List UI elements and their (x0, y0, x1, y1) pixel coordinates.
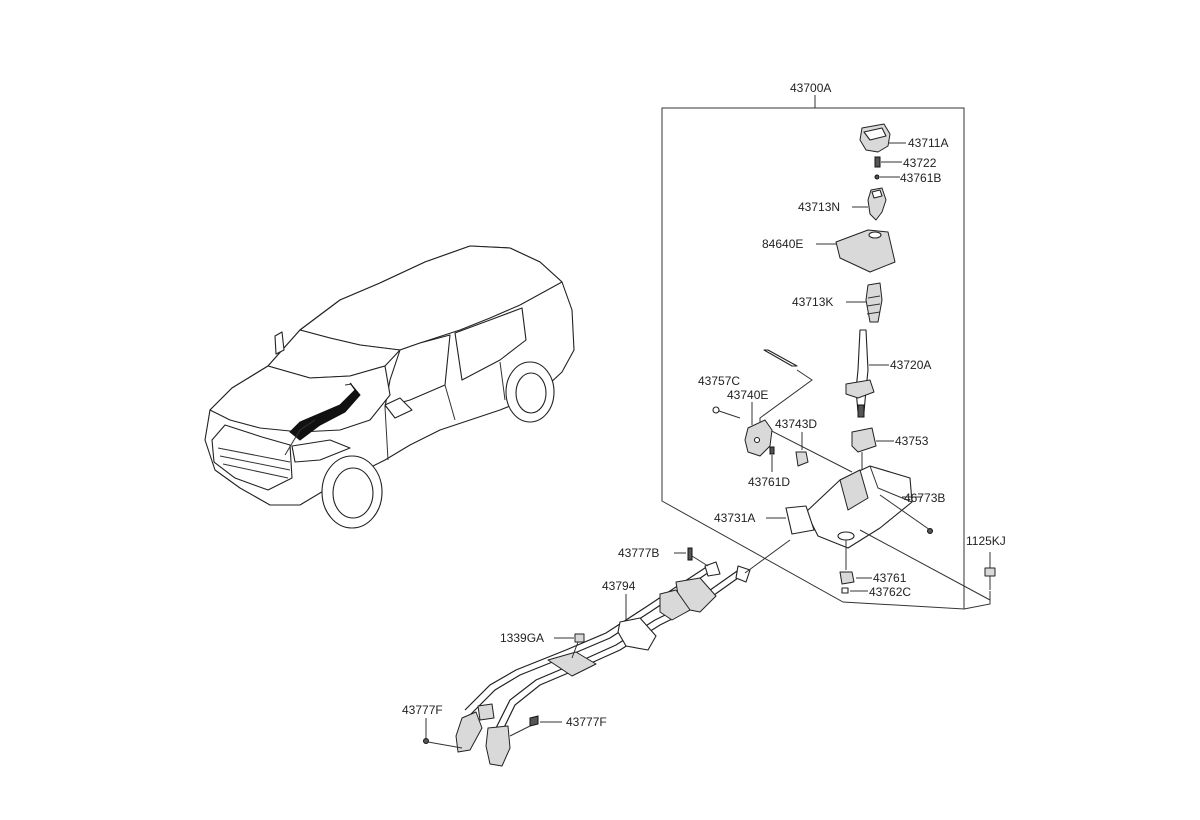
label-43753: 43753 (895, 434, 929, 448)
label-43700A: 43700A (790, 81, 831, 95)
ball-43761B (874, 174, 900, 180)
shift-cable-assembly (455, 561, 751, 767)
label-43761: 43761 (873, 571, 907, 585)
label-43713N: 43713N (798, 200, 840, 214)
label-43740E: 43740E (727, 388, 768, 402)
label-43731A: 43731A (714, 511, 755, 525)
label-43794: 43794 (602, 579, 636, 593)
label-46773B: 46773B (904, 491, 945, 505)
shift-knob (859, 123, 906, 153)
label-43757C: 43757C (698, 374, 740, 388)
shift-lever (845, 329, 889, 418)
label-43777F-right: 43777F (566, 715, 607, 729)
bolt-43757C (712, 406, 741, 419)
washer-43762C (841, 587, 868, 594)
pin-43761D (769, 446, 775, 472)
label-1125KJ: 1125KJ (966, 534, 1006, 548)
assembly-outline (661, 95, 991, 610)
label-84640E: 84640E (762, 237, 803, 251)
lever-sleeve-43713K (846, 282, 883, 323)
label-1339GA: 1339GA (500, 631, 544, 645)
base-bracket (766, 465, 913, 549)
label-43713K: 43713K (792, 295, 833, 309)
clip-43777F-left (423, 718, 463, 749)
label-43777B: 43777B (618, 546, 659, 560)
label-43722: 43722 (903, 156, 937, 170)
label-43743D: 43743D (775, 417, 817, 431)
label-43761D: 43761D (748, 475, 790, 489)
guide-plate (759, 349, 853, 473)
label-43777F-left: 43777F (402, 703, 443, 717)
plate-43740E (744, 402, 773, 457)
label-43711A: 43711A (908, 136, 948, 150)
label-43762C: 43762C (869, 585, 911, 599)
clip-46773B (879, 494, 933, 534)
pin-43722 (874, 156, 902, 168)
bolt-1339GA (554, 633, 585, 659)
knob-adapter-43713N (852, 187, 887, 221)
clip-43777B (674, 547, 709, 567)
clip-43777F-right (509, 715, 562, 737)
label-43761B: 43761B (900, 171, 941, 185)
nut-43761 (839, 540, 872, 585)
bushing-43753 (851, 427, 894, 470)
label-43720A: 43720A (890, 358, 931, 372)
shift-boot (816, 229, 896, 273)
vehicle-illustration (204, 245, 575, 529)
bolt-1125KJ (984, 552, 996, 590)
nut-43743D (795, 432, 809, 467)
